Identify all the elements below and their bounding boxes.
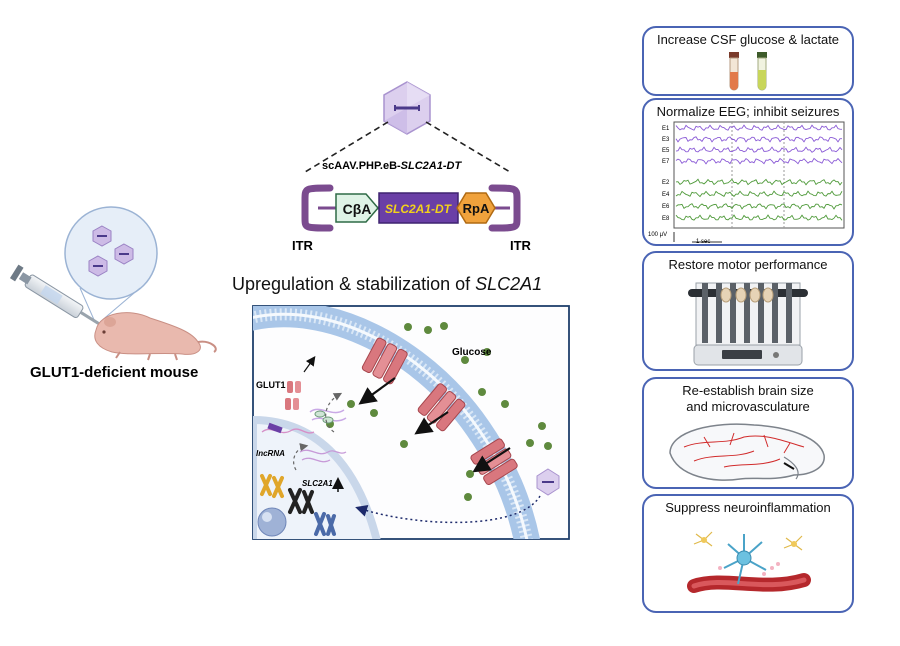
injection-illustration: GLUT1-deficient mouse bbox=[9, 206, 217, 381]
panel-brain-title-1: Re-establish brain size bbox=[682, 383, 814, 398]
panel-motor-title: Restore motor performance bbox=[668, 257, 828, 272]
eeg-channel-trace bbox=[675, 190, 843, 198]
csf-tubes bbox=[729, 52, 767, 91]
panel-inflammation-title: Suppress neuroinflammation bbox=[665, 500, 831, 515]
glut1-vesicle bbox=[285, 381, 301, 410]
eeg-channel-trace bbox=[675, 178, 843, 186]
eeg-channel-label: E1 bbox=[662, 126, 670, 132]
panel-inflammation: Suppress neuroinflammation bbox=[642, 494, 854, 613]
glucose-molecules bbox=[326, 322, 552, 501]
polya-label: RpA bbox=[463, 201, 490, 216]
slc2a1-label: SLC2A1 bbox=[302, 479, 333, 488]
zoom-line-right bbox=[425, 121, 511, 173]
itr-left-icon bbox=[301, 184, 334, 232]
panel-eeg-title: Normalize EEG; inhibit seizures bbox=[656, 104, 840, 119]
eeg-channel-trace bbox=[675, 214, 843, 221]
aav-particle-icon bbox=[536, 468, 560, 496]
panel-brain: Re-establish brain size and microvascula… bbox=[642, 377, 854, 489]
zoom-line-left bbox=[304, 121, 389, 173]
lncrna-label: lncRNA bbox=[256, 449, 285, 458]
main-figure: GLUT1-deficient mouse scAAV.PHP.eB-SLC2A… bbox=[9, 81, 570, 540]
nucleolus bbox=[257, 507, 287, 537]
itr-right-label: ITR bbox=[510, 238, 532, 253]
nucleus bbox=[253, 415, 381, 539]
eeg-amplitude-scale: 100 μV bbox=[648, 232, 667, 238]
panel-csf-title: Increase CSF glucose & lactate bbox=[656, 32, 840, 47]
vector-name: scAAV.PHP.eB-SLC2A1-DT bbox=[322, 160, 462, 172]
virus-zoom-circle bbox=[64, 206, 158, 300]
eeg-frame bbox=[673, 121, 845, 229]
expression-construct: CβA SLC2A1-DT RpA bbox=[301, 184, 521, 232]
eeg-channel-trace bbox=[675, 157, 843, 165]
eeg-channel-label: E2 bbox=[662, 180, 670, 186]
chromosome-icon bbox=[260, 474, 336, 536]
eeg-channel-trace bbox=[675, 203, 843, 210]
eeg-channel-label: E3 bbox=[662, 137, 670, 143]
eeg-channel-label: E6 bbox=[662, 204, 670, 210]
mouse-pup-icon bbox=[94, 312, 217, 361]
eeg-channel-trace bbox=[675, 136, 843, 143]
eeg-channel-label: E5 bbox=[662, 148, 670, 154]
glut1-transporter bbox=[361, 337, 408, 385]
upregulation-title: Upregulation & stabilization of SLC2A1 bbox=[232, 274, 542, 294]
eeg-channel-trace bbox=[675, 146, 843, 153]
test-tube-icon bbox=[757, 52, 767, 91]
aav-capsid-icon bbox=[383, 81, 431, 135]
itr-right-icon bbox=[488, 184, 521, 232]
neuroinflammation-icon bbox=[687, 531, 811, 593]
eeg-channel-label: E8 bbox=[662, 216, 670, 222]
eeg-channel-label: E4 bbox=[662, 192, 670, 198]
eeg-time-scale: 1 sec bbox=[696, 239, 710, 245]
cell-scene: Glucose GLUT1 lncRNA SLC2A1 bbox=[253, 306, 560, 539]
brain-icon bbox=[669, 423, 825, 481]
itr-left-label: ITR bbox=[292, 238, 314, 253]
aav-entry-path bbox=[355, 495, 541, 524]
glut1-transporter bbox=[417, 383, 466, 432]
panel-csf: Increase CSF glucose & lactate bbox=[642, 26, 854, 96]
virion-icon bbox=[114, 243, 134, 265]
glut1-label: GLUT1 bbox=[256, 380, 286, 390]
rotarod-icon bbox=[688, 282, 808, 366]
glucose-label: Glucose bbox=[452, 347, 492, 358]
gene-label: SLC2A1-DT bbox=[385, 202, 453, 216]
virion-icon bbox=[88, 255, 108, 277]
mouse-label: GLUT1-deficient mouse bbox=[30, 364, 198, 381]
virion-icon bbox=[92, 225, 112, 247]
promoter-box bbox=[335, 193, 379, 223]
eeg-channel-label: E7 bbox=[662, 159, 670, 165]
eeg-channel-trace bbox=[675, 124, 843, 131]
panel-motor: Restore motor performance bbox=[642, 251, 854, 371]
syringe-icon bbox=[9, 264, 101, 326]
panel-brain-title-2: and microvasculature bbox=[686, 399, 810, 414]
test-tube-icon bbox=[729, 52, 739, 91]
promoter-label: CβA bbox=[343, 201, 372, 217]
polya-box bbox=[456, 192, 496, 224]
